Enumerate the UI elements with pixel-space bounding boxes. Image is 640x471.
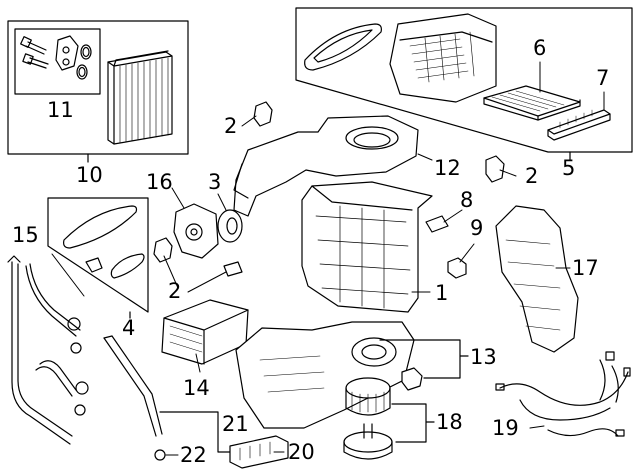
callout-2-lower: 2 — [168, 279, 182, 303]
part-15-refrigerant-lines — [7, 255, 89, 445]
callout-14: 14 — [183, 376, 210, 400]
callout-6: 6 — [533, 36, 547, 60]
part-8-actuator-connector — [425, 215, 449, 233]
callout-9: 9 — [470, 216, 484, 240]
callout-4: 4 — [122, 316, 136, 340]
callout-12: 12 — [434, 156, 461, 180]
part-19-wiring-harness — [495, 351, 631, 437]
part-6-cabin-air-filter — [483, 85, 581, 121]
callout-2-top: 2 — [224, 114, 238, 138]
part-3-actuator — [217, 209, 243, 243]
callout-16: 16 — [146, 170, 173, 194]
part-16-actuator — [173, 203, 219, 259]
callout-11: 11 — [47, 98, 74, 122]
part-12-upper-duct — [233, 115, 419, 217]
callout-8: 8 — [460, 188, 474, 212]
callout-15: 15 — [12, 223, 39, 247]
part-2-clip-lower — [223, 261, 243, 277]
part-18-blower-motor — [343, 423, 393, 460]
leader-lines — [51, 61, 605, 456]
part-box-10 — [7, 20, 189, 163]
part-14-heater-core — [161, 299, 249, 365]
part-7-filter-door — [547, 109, 611, 141]
leader-13 — [379, 339, 469, 379]
part-upper-case — [389, 13, 497, 103]
part-11-fastener-kit — [20, 35, 92, 80]
leader-21 — [159, 411, 241, 453]
part-10-evaporator-core — [107, 50, 173, 145]
part-13-resistor — [401, 367, 423, 391]
part-box-4 — [47, 197, 149, 319]
callout-2-right: 2 — [525, 164, 539, 188]
callout-3: 3 — [208, 170, 222, 194]
part-2-clip-top — [253, 101, 273, 127]
callout-7: 7 — [596, 66, 610, 90]
part-21-drain-hose — [103, 335, 163, 437]
part-9-sensor — [447, 257, 467, 279]
part-13-lower-case — [235, 321, 415, 429]
part-17-side-duct — [495, 205, 579, 353]
part-1-hvac-case — [301, 181, 433, 313]
part-22-clip — [154, 449, 166, 461]
part-18-blower-wheel — [345, 377, 391, 416]
callout-17: 17 — [572, 256, 599, 280]
part-20-control-module — [229, 435, 289, 469]
callout-21: 21 — [222, 412, 249, 436]
callout-5: 5 — [562, 156, 576, 180]
part-2-clip-left — [153, 237, 173, 263]
callout-20: 20 — [288, 440, 315, 464]
part-seal-upper — [304, 23, 382, 71]
callout-22: 22 — [180, 443, 207, 467]
callout-10: 10 — [76, 163, 103, 187]
callout-1: 1 — [435, 281, 449, 305]
part-box-5 — [295, 7, 633, 161]
part-4-seals — [63, 205, 145, 279]
leader-18 — [391, 403, 435, 443]
callout-13: 13 — [470, 345, 497, 369]
part-2-clip-right — [485, 155, 505, 183]
callout-18: 18 — [436, 410, 463, 434]
callout-19: 19 — [492, 416, 519, 440]
